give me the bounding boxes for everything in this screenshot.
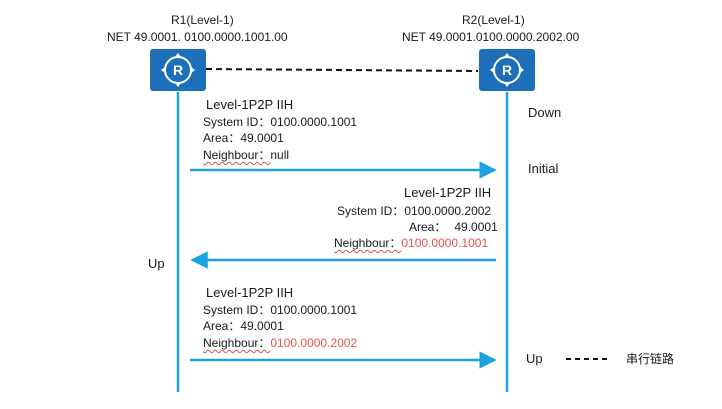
router-r2: R [479,49,535,91]
router-icon: R [161,53,195,87]
system-id-row: System ID：0100.0000.2002 [337,205,491,217]
area-value: 49.0001 [240,131,284,145]
system-id-label: System ID： [203,303,271,317]
r2-state-initial: Initial [528,161,559,176]
area-row: Area：49.0001 [203,132,284,144]
message-title: Level-1P2P IIH [206,285,294,300]
r2-state-down: Down [528,105,562,120]
area-value: 49.0001 [240,319,284,333]
system-id-row: System ID：0100.0000.1001 [203,116,357,128]
system-id-label: System ID： [337,204,405,218]
svg-text:R: R [173,62,183,78]
r1-state-up: Up [148,256,165,271]
message-title: Level-1P2P IIH [404,185,492,200]
r2-state-up: Up [526,351,543,366]
system-id-row: System ID：0100.0000.1001 [203,304,357,316]
neighbour-row: Neighbour：0100.0000.1001 [334,237,488,249]
r1-name: R1(Level-1) [171,13,234,27]
neighbour-label: Neighbour： [203,148,271,162]
area-label: Area： [203,319,241,333]
neighbour-row: Neighbour：0100.0000.2002 [203,337,357,349]
neighbour-label: Neighbour： [334,236,402,250]
system-id-value: 0100.0000.1001 [270,115,358,129]
neighbour-label: Neighbour： [203,336,271,350]
area-value: 49.0001 [454,220,498,234]
area-row: Area： 49.0001 [409,221,498,233]
r2-name: R2(Level-1) [462,13,525,27]
system-id-value: 0100.0000.1001 [270,303,358,317]
area-row: Area：49.0001 [203,320,284,332]
neighbour-value: 0100.0000.2002 [270,336,358,350]
serial-link [205,68,479,72]
area-label: Area： [409,220,447,234]
router-r1: R [150,49,206,91]
message-title: Level-1P2P IIH [206,97,294,112]
r2-net: NET 49.0001.0100.0000.2002.00 [402,30,580,44]
svg-text:R: R [502,62,512,78]
r1-net: NET 49.0001. 0100.0000.1001.00 [107,30,288,44]
legend-serial-link-label: 串行链路 [626,352,675,366]
system-id-value: 0100.0000.2002 [404,204,492,218]
neighbour-value: null [270,148,290,162]
neighbour-row: Neighbour：null [203,149,289,161]
system-id-label: System ID： [203,115,271,129]
router-icon: R [490,53,524,87]
neighbour-value: 0100.0000.1001 [401,236,489,250]
area-label: Area： [203,131,241,145]
